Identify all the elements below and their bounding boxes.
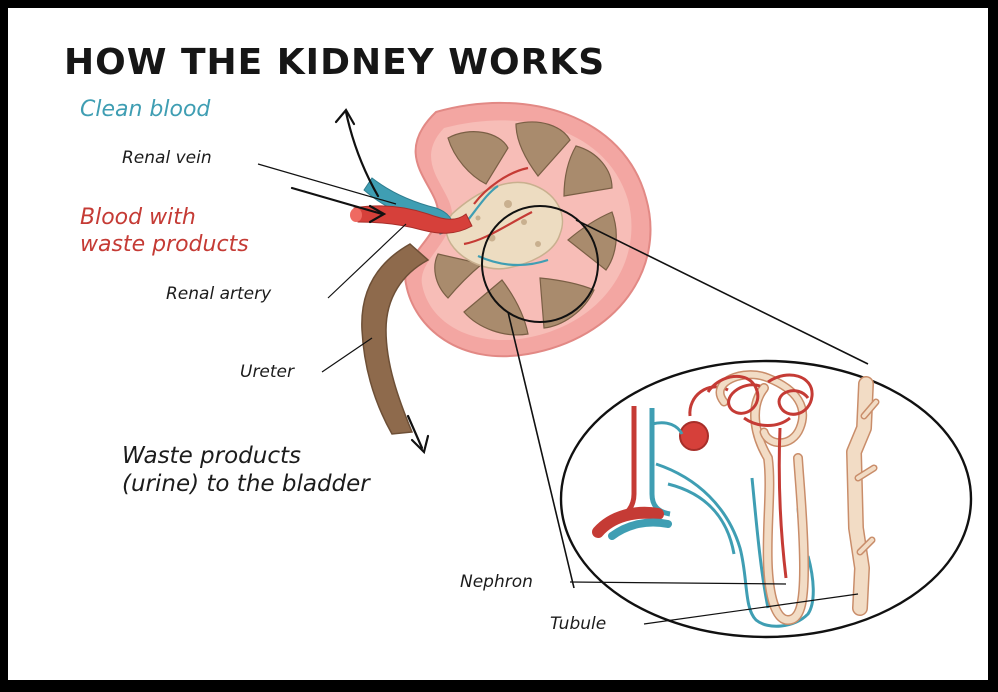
clean-blood-arrowhead [336,110,354,124]
page-title: HOW THE KIDNEY WORKS [64,42,605,83]
zoom-line-bottom [508,312,574,588]
renal-vein-label: Renal vein [122,148,212,168]
artery-cut-end [350,208,362,222]
nephron-label: Nephron [460,572,533,592]
waste-to-bladder-label-line1: Waste products [122,442,301,470]
blood-with-waste-label-line2: waste products [80,231,249,258]
blood-with-waste-label-line1: Blood with [80,204,196,231]
glomerulus [680,422,708,450]
tubule-label: Tubule [550,614,606,634]
renal-artery-label: Renal artery [166,284,271,304]
waste-to-bladder-label-line2: (urine) to the bladder [122,470,370,498]
nephron-detail [561,361,971,637]
kidney [350,103,650,434]
diagram-frame: HOW THE KIDNEY WORKS Clean blood Renal v… [8,8,988,680]
clean-blood-label: Clean blood [80,96,210,123]
ureter-label: Ureter [240,362,294,382]
